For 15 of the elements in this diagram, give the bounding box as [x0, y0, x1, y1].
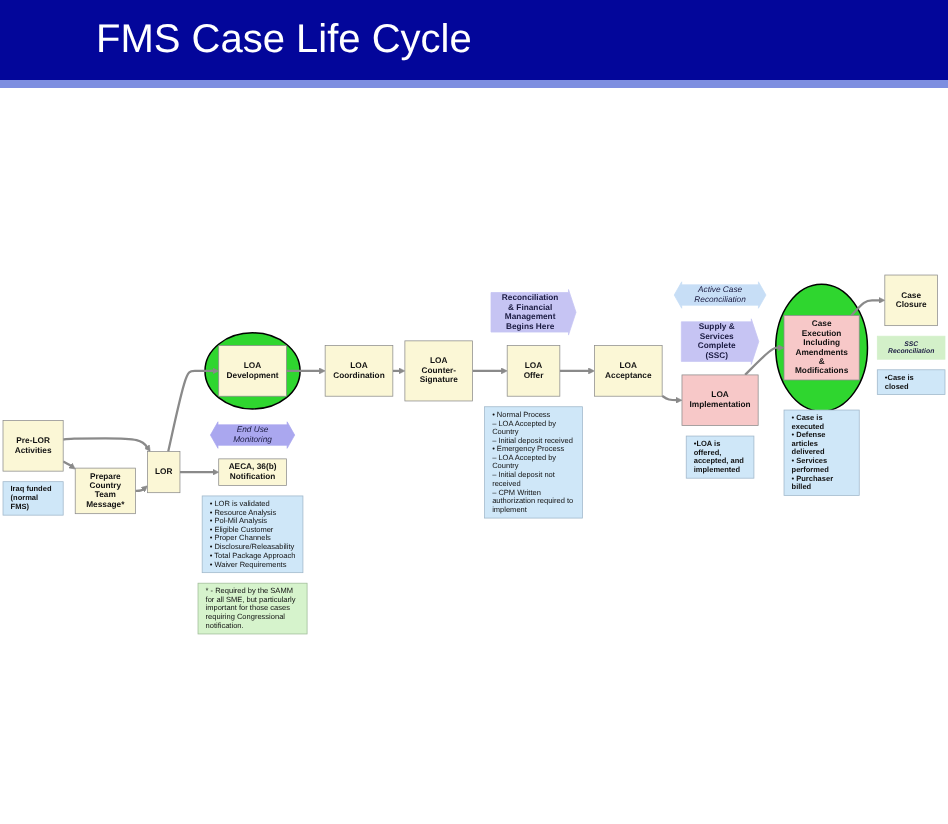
arrow	[286, 367, 326, 374]
cluster	[204, 331, 301, 410]
arrow	[392, 367, 406, 374]
arrow	[661, 394, 683, 404]
arrow	[559, 367, 595, 374]
arrow	[63, 436, 151, 452]
arrow	[744, 343, 785, 376]
arrow	[850, 296, 886, 316]
arrow	[135, 485, 148, 492]
title: FMS Case Life Cycle	[96, 17, 472, 63]
arrow	[472, 367, 508, 374]
arrow	[167, 367, 219, 452]
arrow	[62, 459, 76, 469]
arrow	[179, 468, 219, 475]
cluster	[774, 283, 869, 412]
